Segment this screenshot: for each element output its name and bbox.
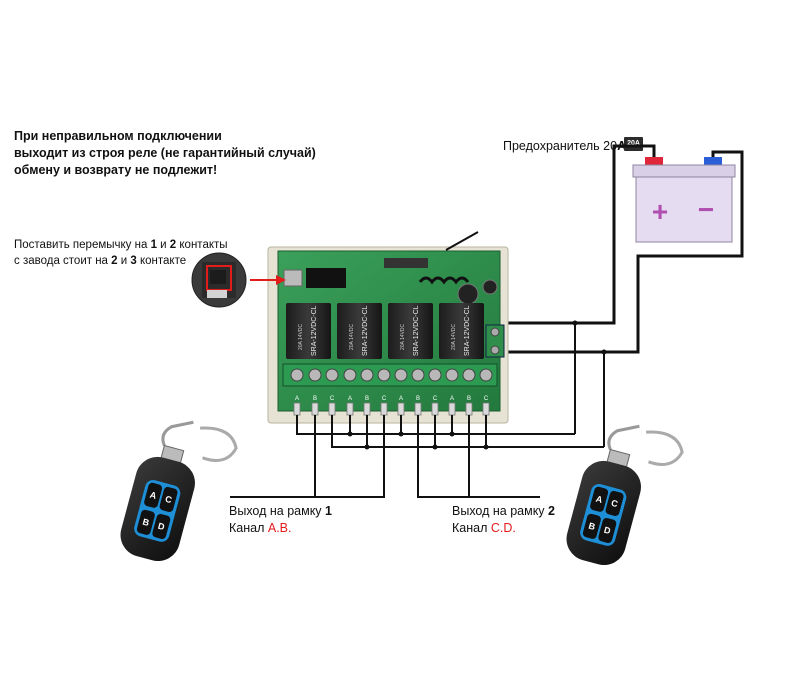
svg-text:A: A [149,490,158,501]
svg-text:SRA-12VDC-CL: SRA-12VDC-CL [362,305,369,356]
jumper-line-2: с завода стоит на 2 и 3 контакте [14,255,187,267]
warning-line-2: выходит из строя реле (не гарантийный сл… [14,146,316,160]
svg-text:B: B [313,396,317,402]
battery-minus-sign: − [698,194,714,225]
svg-text:C: C [164,494,173,505]
jumper-instruction: Поставить перемычку на 1 и 2 контакты с … [14,237,228,269]
remote-control-2: A B C D [566,424,684,566]
relay-2: SRA-12VDC-CL 20A 14VDC [337,303,382,359]
warning-text: При неправильном подключении выходит из … [14,128,316,179]
svg-text:A: A [348,396,352,402]
battery-icon: + − [632,157,736,243]
svg-text:20A 14VDC: 20A 14VDC [400,323,406,350]
svg-text:A: A [450,396,454,402]
warning-line-1: При неправильном подключении [14,129,222,143]
relay-1: SRA-12VDC-CL 20A 14VDC [286,303,331,359]
svg-text:A: A [595,494,604,505]
relay-3: SRA-12VDC-CL 20A 14VDC [388,303,433,359]
svg-text:C: C [433,396,438,402]
battery-terminal-negative [704,157,722,167]
output-1-label: Выход на рамку 1 Канал A.B. [229,503,332,537]
svg-text:20A 14VDC: 20A 14VDC [349,323,355,350]
jumper-zoom-icon [191,252,247,308]
arrow-icon [250,275,286,285]
svg-text:C: C [484,396,489,402]
svg-text:B: B [467,396,471,402]
svg-text:A: A [295,396,299,402]
relay-4: SRA-12VDC-CL 20A 14VDC [439,303,484,359]
svg-text:C: C [610,498,619,509]
svg-text:B: B [141,517,150,528]
relay-board: SRA-12VDC-CL 20A 14VDC SRA-12VDC-CL 20A … [267,231,509,424]
svg-text:C: C [330,396,335,402]
svg-text:A: A [399,396,403,402]
jumper-line-1: Поставить перемычку на 1 и 2 контакты [14,239,228,251]
svg-text:SRA-12VDC-CL: SRA-12VDC-CL [311,305,318,356]
remote-control-1: A B C D [120,420,238,562]
svg-text:D: D [157,521,166,532]
battery-plus-sign: + [652,196,668,227]
junction-dots [347,320,607,450]
output-2-label: Выход на рамку 2 Канал C.D. [452,503,555,537]
internal-wires [574,323,605,447]
svg-text:SRA-12VDC-CL: SRA-12VDC-CL [464,305,471,356]
output-1-title: Выход на рамку 1 [229,504,332,518]
svg-text:B: B [365,396,369,402]
output-2-channel: Канал C.D. [452,521,516,535]
svg-text:20A 14VDC: 20A 14VDC [451,323,457,350]
svg-text:SRA-12VDC-CL: SRA-12VDC-CL [413,305,420,356]
svg-text:B: B [416,396,420,402]
svg-text:C: C [382,396,387,402]
output-1-channel: Канал A.B. [229,521,292,535]
battery-terminal-positive [645,157,663,167]
output-wires [230,415,604,498]
svg-text:20A 14VDC: 20A 14VDC [298,323,304,350]
svg-text:B: B [587,521,596,532]
svg-text:D: D [603,525,612,536]
output-2-title: Выход на рамку 2 [452,504,555,518]
power-wires [500,144,744,354]
warning-line-3: обмену и возврату не подлежит! [14,163,218,177]
